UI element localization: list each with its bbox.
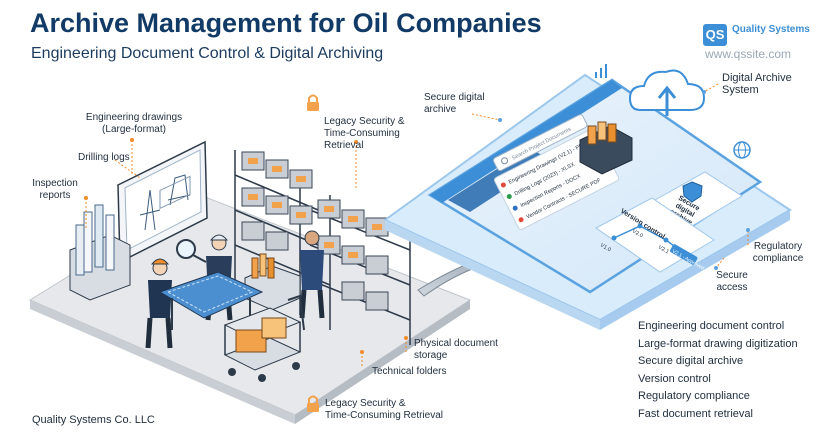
feature-item: Engineering document control [638, 320, 785, 332]
pdf-file-icon [500, 182, 506, 188]
open-box [244, 253, 301, 311]
shelving-unit [234, 150, 411, 345]
box-labels [248, 158, 382, 258]
version-v1: V1.0 [599, 243, 612, 254]
search-icon [501, 157, 509, 165]
company-logo-name: Quality Systems [732, 24, 810, 35]
label-digital-archive-system: Digital Archive System [722, 72, 792, 96]
leader-dots-blue [498, 90, 750, 270]
docx-file-icon [512, 205, 518, 211]
leader-lines [85, 83, 749, 368]
digital-folder-box [579, 121, 633, 175]
feature-item: Large-format drawing digitization [638, 337, 798, 350]
footer-company: Quality Systems Co. LLC [32, 414, 155, 426]
version-v21: V2.1 [657, 245, 670, 256]
feature-list: Engineering document control Large-forma… [638, 318, 798, 424]
shield-icon [682, 181, 703, 203]
version-control-card [595, 197, 715, 273]
label-legacy-top: Legacy Security & Time-Consuming Retriev… [324, 116, 405, 151]
cloud-upload-icon [628, 69, 706, 116]
lock-icon [307, 94, 319, 111]
worker-shelf [299, 230, 325, 319]
secure-pdf-icon [518, 217, 524, 223]
leader-dots [84, 138, 408, 354]
feature-item: Version control [638, 372, 711, 385]
chart-icon [595, 64, 607, 78]
label-engineering-drawings: Engineering drawings (Large-format) [85, 112, 183, 135]
label-legacy-bottom: Legacy Security & Time-Consuming Retriev… [325, 398, 443, 421]
feature-item: Fast document retrieval [638, 407, 753, 420]
label-secure-digital-archive: Secure digital archive [424, 92, 485, 115]
page-subtitle: Engineering Document Control & Digital A… [31, 45, 384, 62]
label-secure-access: Secure access [716, 270, 748, 293]
search-input[interactable] [492, 114, 588, 172]
rolled-drawings-bin [69, 204, 131, 301]
label-inspection-reports: Inspection reports [32, 178, 78, 201]
label-technical-folders: Technical folders [372, 366, 447, 377]
drawing-board [117, 140, 208, 264]
feature-item: Regulatory compliance [638, 390, 750, 403]
folder-cart [223, 294, 305, 382]
label-drilling-logs: Drilling logs [78, 152, 130, 163]
company-url: www.qssite.com [705, 47, 792, 61]
lock-icon [307, 395, 319, 412]
xlsx-file-icon [506, 194, 512, 200]
page-title: Archive Management for Oil Companies [30, 8, 542, 38]
version-v2: V2.0 [631, 229, 644, 240]
company-logo-mark: QS [703, 24, 727, 46]
feature-item: Secure digital archive [638, 355, 744, 368]
label-regulatory-compliance: Regulatory compliance [752, 241, 804, 264]
blueprint-table [158, 271, 264, 330]
globe-icon [733, 141, 751, 159]
label-physical-storage: Physical document storage [414, 338, 498, 361]
